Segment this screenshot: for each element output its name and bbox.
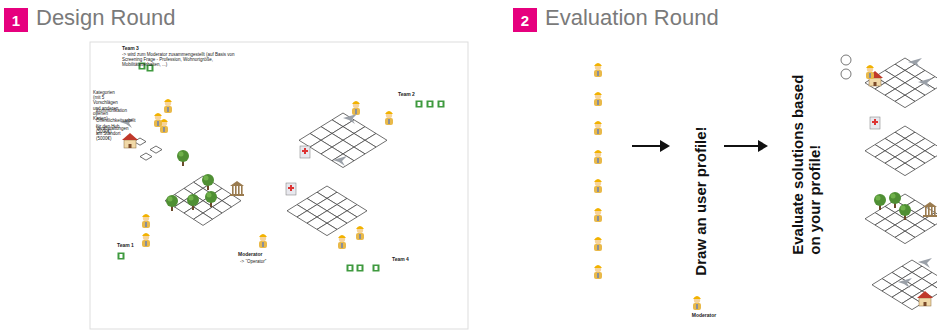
plane-icon [918,258,932,268]
house-icon [867,71,883,86]
person-icon [594,179,602,193]
note-text: Moderator [684,313,724,319]
tree-icon [177,150,189,166]
note-text: Team 4 [392,257,422,263]
person-icon [866,65,874,79]
note-text: Team 2 [398,92,428,98]
step-number-box: 1Design Round [4,8,28,32]
person-icon [352,101,360,115]
plane-icon [908,58,922,68]
bank-icon [923,202,937,217]
person-icon [338,235,346,249]
plane-icon [898,278,912,288]
person-icon [594,63,602,77]
building-icon [286,183,296,195]
step-number-box: 2Evaluation Round [513,8,537,32]
step-number: 2 [513,12,537,29]
flow-arrow [724,140,768,152]
plane-icon [918,78,932,88]
person-icon [594,150,602,164]
tree-icon [166,195,178,211]
tree-icon [889,192,901,208]
tree-icon [202,174,214,190]
iso-grid [140,153,152,160]
person-icon [164,99,172,113]
house-icon [917,291,933,306]
person-icon [142,214,150,228]
note-text: -> wird zum Moderator zusammengestellt (… [122,52,240,68]
person-icon [594,208,602,222]
person-icon [594,92,602,106]
person-icon [594,237,602,251]
plane-icon [333,156,347,166]
person-icon [142,233,150,247]
iso-grid [287,186,367,236]
house-icon [122,133,138,148]
card-icon [118,253,125,260]
person-icon [154,113,162,127]
card-icon [357,265,364,272]
step-heading: Design Round [36,5,175,31]
person-icon [385,111,393,125]
card-icon [438,101,445,108]
iso-grid [865,58,937,108]
tree-icon [187,194,199,210]
iso-grid [150,146,162,153]
instruction-text: Draw an user profile! [692,85,709,275]
slide-frame [90,42,468,329]
building-icon [870,117,880,129]
person-icon [594,121,602,135]
tree-icon [874,194,886,210]
note-text: -> “Operator” [240,259,290,264]
note-text: Moderator [238,252,288,258]
step-number: 1 [4,12,28,29]
person-icon [693,296,701,310]
iso-grid [865,126,937,176]
step-heading: Evaluation Round [545,5,719,31]
tree-icon [205,191,217,207]
card-icon [416,101,423,108]
card-icon [347,265,354,272]
note-text: Kategorien (mit 5 Vorschlägen und andere… [93,90,123,121]
iso-grid [872,260,937,310]
plane-icon [343,114,357,124]
card-icon [427,101,434,108]
bank-icon [230,181,244,196]
iso-grid [865,194,937,244]
iso-grid [299,113,387,168]
option-circle [841,69,851,79]
person-icon [356,226,364,240]
note-text: Team 3 [122,46,182,52]
flow-arrow [632,140,670,152]
person-icon [259,234,267,248]
instruction-text: Evaluate solutions based on your profile… [789,69,824,254]
person-icon [594,265,602,279]
iso-grid [165,176,241,225]
card-icon [373,265,380,272]
note-text: Veranstaltungen am Standort (5000€) [96,126,126,142]
option-circle [841,55,851,65]
building-icon [300,146,310,158]
note-text: Team 1 [117,243,147,249]
tree-icon [899,204,911,220]
